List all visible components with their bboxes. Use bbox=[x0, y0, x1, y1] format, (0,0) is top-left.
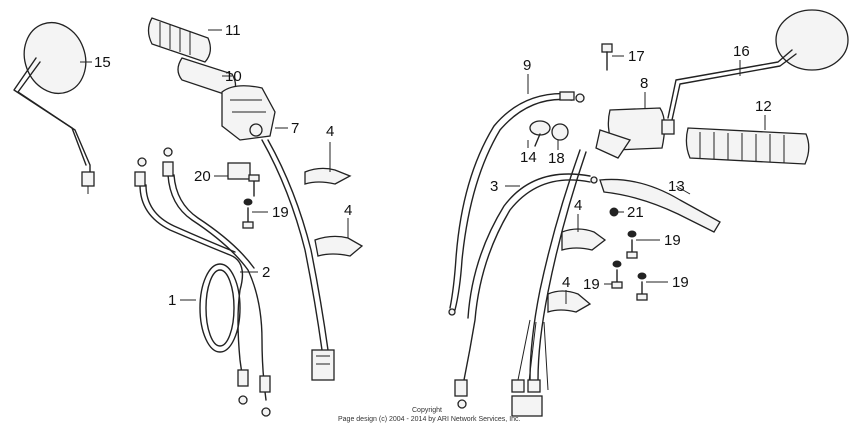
copyright-line-1: Copyright bbox=[412, 407, 442, 414]
callout-10: 10 bbox=[225, 68, 242, 85]
right-switch-knobs bbox=[529, 120, 569, 147]
left-cables bbox=[134, 147, 271, 417]
callout-12: 12 bbox=[755, 98, 772, 115]
callout-labels: 11 10 7 15 4 20 19 4 2 1 9 8 17 16 12 14… bbox=[94, 22, 772, 309]
left-switch-harness bbox=[261, 139, 335, 381]
callout-2: 2 bbox=[262, 264, 270, 281]
callout-18: 18 bbox=[548, 150, 565, 167]
callout-4-d: 4 bbox=[562, 274, 570, 291]
left-grip bbox=[147, 17, 212, 63]
throttle-cable bbox=[448, 91, 585, 316]
callout-4-b: 4 bbox=[344, 202, 352, 219]
callout-13: 13 bbox=[668, 178, 685, 195]
callout-3: 3 bbox=[490, 178, 498, 195]
callout-11: 11 bbox=[225, 22, 241, 39]
callout-19-a: 19 bbox=[272, 204, 289, 221]
callout-16: 16 bbox=[733, 43, 750, 60]
callout-19-b: 19 bbox=[664, 232, 681, 249]
right-switch-housing bbox=[595, 107, 666, 159]
right-mirror bbox=[661, 9, 849, 135]
callout-1: 1 bbox=[168, 292, 176, 309]
left-mirror bbox=[13, 21, 95, 194]
callout-9: 9 bbox=[523, 57, 531, 74]
left-switch-housing bbox=[221, 85, 276, 141]
right-grip bbox=[685, 127, 810, 165]
right-brake-lever bbox=[599, 178, 721, 233]
callout-21: 21 bbox=[627, 204, 644, 221]
callout-14: 14 bbox=[520, 149, 537, 166]
clutch-cable bbox=[454, 173, 598, 409]
right-switch-harness bbox=[511, 149, 587, 417]
callout-7: 7 bbox=[291, 120, 299, 137]
callout-20: 20 bbox=[194, 168, 211, 185]
callout-19-c: 19 bbox=[583, 276, 600, 293]
callout-17: 17 bbox=[628, 48, 645, 65]
top-screw bbox=[601, 43, 613, 71]
callout-4-c: 4 bbox=[574, 197, 582, 214]
callout-4-a: 4 bbox=[326, 123, 334, 140]
callout-8: 8 bbox=[640, 75, 648, 92]
right-clamps bbox=[547, 228, 607, 313]
callout-19-d: 19 bbox=[672, 274, 689, 291]
copyright-line-2: Page design (c) 2004 - 2014 by ARI Netwo… bbox=[338, 416, 521, 423]
right-small-screws bbox=[611, 230, 648, 301]
leader-lines bbox=[80, 29, 766, 304]
callout-15: 15 bbox=[94, 54, 111, 71]
copyright-notice: Copyright Page design (c) 2004 - 2014 by… bbox=[338, 407, 521, 423]
left-clamps bbox=[304, 167, 364, 257]
left-small-parts bbox=[227, 162, 260, 229]
